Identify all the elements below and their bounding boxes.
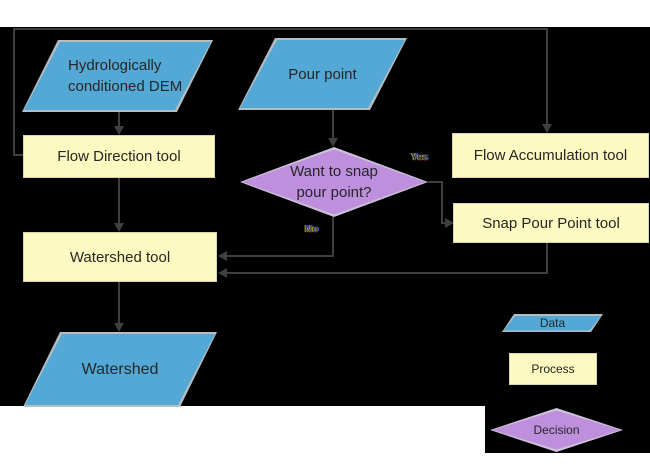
- edge-no-vertical: [332, 217, 334, 257]
- node-dem: Hydrologically conditioned DEM: [22, 40, 213, 112]
- node-watershed: Watershed: [23, 332, 217, 407]
- edge-yes-horizontal: [428, 181, 443, 183]
- legend-data-shape: Data: [502, 314, 603, 332]
- node-snap-pour-point-tool: Snap Pour Point tool: [453, 203, 649, 243]
- edge-watershedtool-watershed: [118, 282, 120, 325]
- arrowhead-into-watershed: [114, 323, 124, 332]
- edge-flowdir-watershedtool: [118, 178, 120, 225]
- node-flow-direction-label: Flow Direction tool: [57, 148, 181, 165]
- edge-flowdir-flowacc-up: [13, 28, 15, 156]
- legend-process-label: Process: [531, 362, 575, 376]
- node-flow-accumulation-tool: Flow Accumulation tool: [452, 133, 649, 178]
- arrowhead-into-decision: [328, 138, 338, 147]
- node-watershed-tool-label: Watershed tool: [69, 248, 171, 266]
- arrowhead-into-snap-pour-point: [445, 218, 454, 228]
- arrowhead-no-into-watershed-tool: [218, 251, 227, 261]
- legend-data-label: Data: [504, 316, 602, 331]
- arrowhead-into-flow-direction: [114, 126, 124, 135]
- edge-label-yes: Yes: [411, 152, 429, 163]
- edge-flowdir-flowacc-down: [546, 28, 548, 126]
- edge-no-horizontal: [226, 255, 334, 257]
- edge-pourpoint-decision: [332, 110, 334, 140]
- edge-dem-flowdir: [118, 112, 120, 128]
- node-flow-direction-tool: Flow Direction tool: [23, 135, 215, 178]
- node-watershed-tool: Watershed tool: [23, 232, 217, 282]
- edge-yes-into-snap: [441, 222, 447, 224]
- node-watershed-label: Watershed: [25, 334, 215, 405]
- node-flow-accumulation-label: Flow Accumulation tool: [473, 147, 628, 164]
- arrowhead-into-flow-accumulation: [542, 124, 552, 133]
- arrowhead-snap-into-watershed-tool: [218, 268, 227, 278]
- edge-flowdir-flowacc-top: [13, 28, 548, 30]
- edge-yes-vertical: [441, 181, 443, 224]
- node-snap-pour-point-label: Snap Pour Point tool: [482, 214, 620, 232]
- edge-flowdir-flowacc-stub: [13, 154, 25, 156]
- edge-label-no: No: [305, 224, 319, 235]
- edge-snap-watershedtool-down: [546, 243, 548, 274]
- legend-process-shape: Process: [509, 353, 597, 385]
- edge-snap-watershedtool-left: [226, 272, 548, 274]
- node-dem-label: Hydrologically conditioned DEM: [24, 42, 211, 110]
- arrowhead-into-watershed-tool-top: [114, 223, 124, 232]
